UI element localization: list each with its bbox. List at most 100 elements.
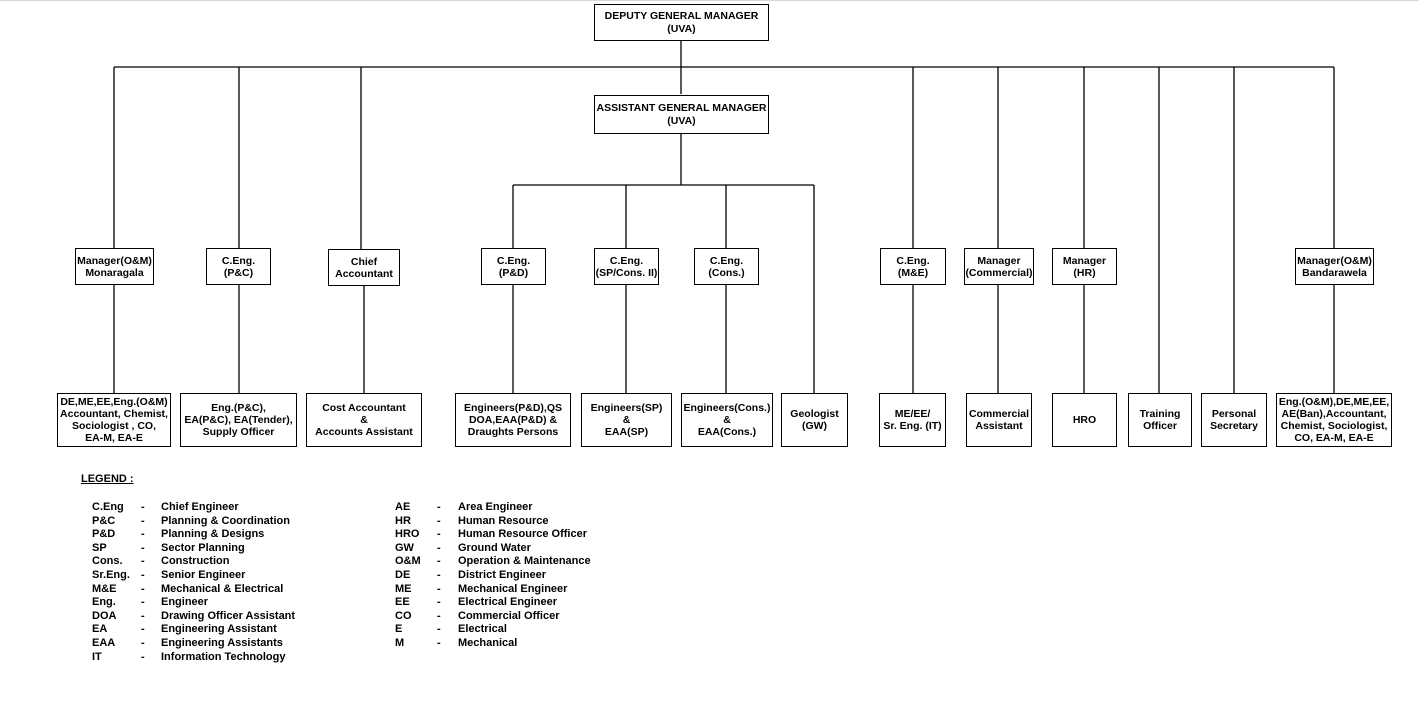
box-line: Cost Accountant <box>322 402 406 414</box>
legend-dash: - <box>437 623 441 636</box>
box-line: Assistant <box>975 420 1023 432</box>
legend-abbreviation: AE <box>395 501 411 513</box>
legend-entry: Eng.-Engineer <box>92 596 352 610</box>
box-line: Personal <box>1211 408 1257 420</box>
deputy-general-manager-box: DEPUTY GENERAL MANAGER (UVA) <box>594 4 769 41</box>
legend-dash: - <box>141 541 145 554</box>
legend-dash: - <box>437 609 441 622</box>
box-line: (Cons.) <box>708 266 745 279</box>
legend-entry: HR-Human Resource <box>395 515 655 529</box>
legend-meaning: Human Resource <box>458 514 549 527</box>
legend-dash: - <box>437 596 441 609</box>
legend-meaning: Sector Planning <box>161 541 245 554</box>
me-staff-box: ME/EE/ Sr. Eng. (IT) <box>879 393 946 447</box>
box-line: HRO <box>1072 414 1097 426</box>
legend-dash: - <box>437 501 441 513</box>
geologist-box: Geologist (GW) <box>781 393 848 447</box>
legend-entry: HRO-Human Resource Officer <box>395 528 655 542</box>
commercial-assistant-box: Commercial Assistant <box>966 393 1032 447</box>
box-line: EAA(SP) <box>604 426 649 438</box>
box-line: & <box>622 414 631 426</box>
ceng-pd-box: C.Eng. (P&D) <box>481 248 546 285</box>
legend-dash: - <box>437 568 441 581</box>
legend-meaning: Chief Engineer <box>161 501 239 513</box>
box-line: Accountant, Chemist, <box>60 408 168 420</box>
manager-om-monaragala-box: Manager(O&M) Monaragala <box>75 248 154 285</box>
legend-abbreviation: GW <box>395 541 414 554</box>
legend-dash: - <box>141 609 145 622</box>
box-line: Manager <box>977 254 1021 267</box>
top-border <box>0 0 1419 1</box>
box-line: EAA(Cons.) <box>697 426 757 438</box>
legend-meaning: Engineer <box>161 596 209 609</box>
pd-staff-box: Engineers(P&D),QS DOA,EAA(P&D) & Draught… <box>455 393 571 447</box>
bandarawela-staff-box: Eng.(O&M),DE,ME,EE, AE(Ban),Accountant, … <box>1276 393 1392 447</box>
legend-meaning: Electrical <box>458 623 507 636</box>
assistant-general-manager-box: ASSISTANT GENERAL MANAGER (UVA) <box>594 95 769 134</box>
legend-abbreviation: CO <box>395 609 412 622</box>
box-line: Accounts Assistant <box>315 426 413 438</box>
legend-abbreviation: IT <box>92 650 102 663</box>
box-line: & <box>360 414 368 426</box>
box-line: Eng.(P&C), <box>211 402 266 414</box>
box-line: (SP/Cons. II) <box>595 266 658 279</box>
legend-entry: EE-Electrical Engineer <box>395 596 655 610</box>
box-line: Accountant <box>335 267 393 280</box>
box-line: Manager <box>1062 254 1107 267</box>
box-line: EA-M, EA-E <box>85 432 143 444</box>
legend-entry: Sr.Eng.-Senior Engineer <box>92 569 352 583</box>
box-line: Geologist <box>790 408 839 420</box>
box-line: ME/EE/ <box>894 408 931 420</box>
legend-abbreviation: EAA <box>92 636 116 649</box>
legend-entry: Cons.-Construction <box>92 555 352 569</box>
legend-entry: O&M-Operation & Maintenance <box>395 555 655 569</box>
hro-box: HRO <box>1052 393 1117 447</box>
legend-abbreviation: M <box>395 636 405 649</box>
legend-meaning: Engineering Assistant <box>161 623 277 636</box>
legend-meaning: Ground Water <box>458 541 531 554</box>
legend-dash: - <box>141 650 145 663</box>
legend-abbreviation: P&C <box>92 514 116 527</box>
legend-entry: P&D-Planning & Designs <box>92 528 352 542</box>
legend-entry: CO - Commercial Officer <box>395 610 655 624</box>
chief-accountant-box: Chief Accountant <box>328 249 400 286</box>
legend-meaning: Information Technology <box>161 650 286 663</box>
legend-abbreviation: HR <box>395 514 411 527</box>
box-line: Engineers(Cons.) <box>683 402 771 414</box>
agm-region: (UVA) <box>667 114 696 127</box>
legend-dash: - <box>141 596 145 609</box>
legend-meaning: Commercial Officer <box>458 609 560 622</box>
box-line: Commercial <box>968 408 1030 420</box>
box-line: Bandarawela <box>1302 266 1367 279</box>
legend-dash: - <box>141 636 145 649</box>
accounts-staff-box: Cost Accountant & Accounts Assistant <box>306 393 422 447</box>
box-line: Chemist, Sociologist, <box>1280 420 1388 432</box>
legend-abbreviation: C.Eng <box>92 501 124 513</box>
legend-dash: - <box>437 582 441 595</box>
legend-entry: GW-Ground Water <box>395 542 655 556</box>
pc-staff-box: Eng.(P&C), EA(P&C), EA(Tender), Supply O… <box>180 393 297 447</box>
legend-dash: - <box>141 568 145 581</box>
box-line: Sr. Eng. (IT) <box>883 420 942 432</box>
legend-entry: IT - Information Technology <box>92 651 352 665</box>
box-line: C.Eng. <box>609 254 644 267</box>
box-line: Eng.(O&M),DE,ME,EE, <box>1278 396 1390 408</box>
legend-abbreviation: EE <box>395 596 410 609</box>
box-line: Supply Officer <box>202 426 275 438</box>
box-line: CO, EA-M, EA-E <box>1294 432 1374 444</box>
legend-entry: EA-Engineering Assistant <box>92 623 352 637</box>
manager-commercial-box: Manager (Commercial) <box>964 248 1034 285</box>
box-line: Engineers(P&D),QS <box>463 402 563 414</box>
legend-abbreviation: HRO <box>395 528 420 541</box>
legend-entry: EAA-Engineering Assistants <box>92 637 352 651</box>
legend-meaning: Planning & Designs <box>161 528 265 541</box>
legend-abbreviation: DE <box>395 568 411 581</box>
box-line: Manager(O&M) <box>77 254 152 267</box>
box-line: Engineers(SP) <box>590 402 663 414</box>
box-line: Training <box>1139 408 1181 420</box>
dgm-title: DEPUTY GENERAL MANAGER <box>604 10 759 22</box>
legend-meaning: Mechanical <box>458 636 518 649</box>
legend-entry: P&C-Planning & Coordination <box>92 515 352 529</box>
legend-dash: - <box>141 501 145 513</box>
ceng-sp-cons-ii-box: C.Eng. (SP/Cons. II) <box>594 248 659 285</box>
